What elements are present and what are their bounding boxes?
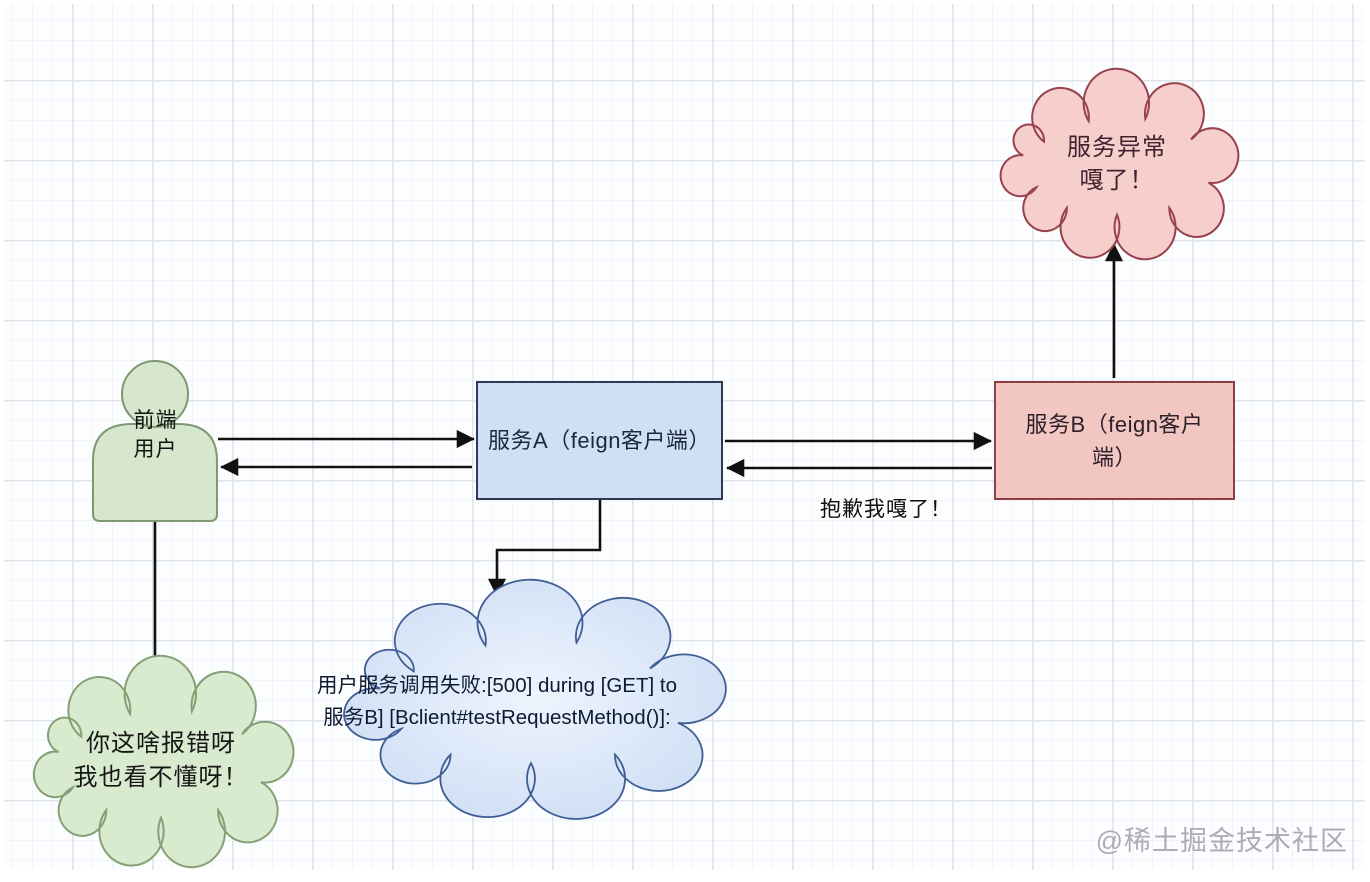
frontend-user-figure: [92, 360, 218, 522]
error-cloud-shape: [356, 614, 706, 786]
actor-body: [92, 423, 218, 522]
service-a-label: 服务A（feign客户端）: [488, 428, 711, 453]
watermark: @稀土掘金技术社区: [1095, 826, 1348, 856]
user-cloud-line2: 我也看不懂呀！: [73, 764, 249, 791]
service-a-node: 服务A（feign客户端）: [476, 381, 723, 500]
error-cloud-label: 用户服务调用失败:[500] during [GET] to 服务B] [Bcl…: [277, 670, 717, 734]
exception-cloud-label: 服务异常 嘎了！: [1008, 131, 1226, 197]
service-b-node: 服务B（feign客户端）: [994, 381, 1235, 500]
exception-cloud-line1: 服务异常: [1067, 134, 1167, 161]
actor-label: 前端 用户: [88, 406, 223, 464]
exception-cloud-shape: [1008, 96, 1226, 233]
actor-label-line2: 用户: [133, 438, 178, 461]
user-cloud-shape: [42, 686, 280, 838]
exception-cloud-line2: 嘎了！: [1079, 167, 1155, 194]
user-cloud-label: 你这啥报错呀 我也看不懂呀！: [42, 727, 280, 795]
actor-label-line1: 前端: [133, 409, 178, 432]
user-cloud-line1: 你这啥报错呀: [86, 730, 236, 757]
error-cloud-line1: 用户服务调用失败:[500] during [GET] to: [317, 674, 677, 697]
service-b-label: 服务B（feign客户端）: [1025, 411, 1204, 470]
apology-label: 抱歉我嘎了！: [820, 498, 952, 521]
actor-head: [121, 360, 189, 428]
error-cloud-line2: 服务B] [Bclient#testRequestMethod()]:: [323, 706, 671, 729]
